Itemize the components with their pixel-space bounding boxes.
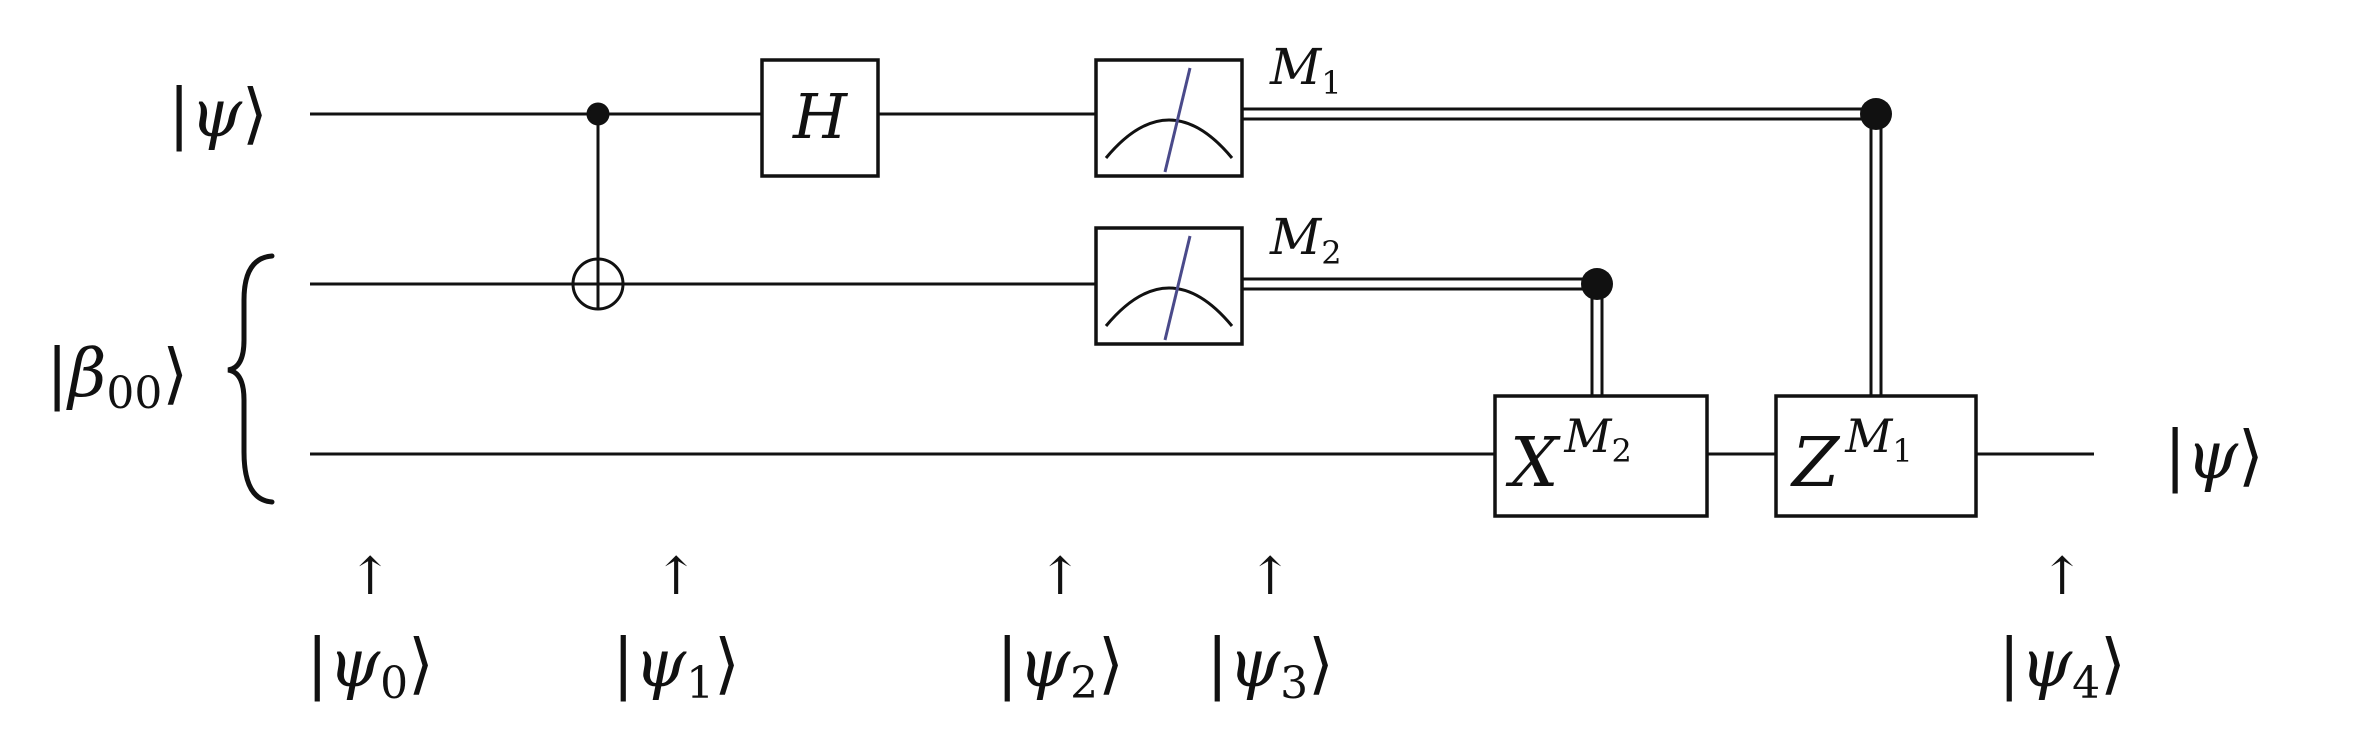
- input-psi-ket: |ψ⟩: [168, 75, 268, 152]
- state-arrow: ↑: [654, 547, 698, 607]
- state-marker-psi2: ↑ |ψ2⟩: [996, 547, 1124, 709]
- state-arrow: ↑: [1248, 547, 1292, 607]
- meter-1-label: M1: [1269, 38, 1342, 102]
- state-arrow: ↑: [1038, 547, 1082, 607]
- hadamard-gate: H: [760, 58, 880, 178]
- cnot-control-dot: [586, 102, 610, 126]
- state-marker-psi4: ↑ |ψ4⟩: [1998, 547, 2126, 709]
- bell-pair-brace: [227, 253, 275, 505]
- classical-wires: [1242, 107, 1883, 396]
- state-label: |ψ3⟩: [1206, 625, 1334, 709]
- state-arrow: ↑: [348, 547, 392, 607]
- state-label: |ψ1⟩: [612, 625, 740, 709]
- state-arrow: ↑: [2040, 547, 2084, 607]
- z-control-dot: [1860, 98, 1892, 130]
- hadamard-box: [760, 58, 880, 178]
- output-psi-ket: |ψ⟩: [2164, 417, 2264, 494]
- meter-1-needle: [1163, 67, 1192, 173]
- state-label: |ψ4⟩: [1998, 625, 2126, 709]
- meter-2-needle: [1163, 235, 1192, 341]
- bell-pair-ket: |β00⟩: [46, 335, 188, 419]
- x-control-dot: [1581, 268, 1613, 300]
- hadamard-label: H: [792, 80, 849, 153]
- meter-1-arc: [1104, 118, 1234, 159]
- cnot-gate: [571, 102, 625, 311]
- state-marker-psi3: ↑ |ψ3⟩: [1206, 547, 1334, 709]
- measurement-meter-1: [1094, 58, 1244, 178]
- z-gate-box: [1774, 394, 1978, 518]
- x-gate-box: [1493, 394, 1709, 518]
- meter-2-label: M2: [1269, 208, 1342, 272]
- state-label: |ψ2⟩: [996, 625, 1124, 709]
- state-marker-psi0: ↑ |ψ0⟩: [306, 547, 434, 709]
- state-label: |ψ0⟩: [306, 625, 434, 709]
- state-marker-psi1: ↑ |ψ1⟩: [612, 547, 740, 709]
- measurement-meter-2: [1094, 226, 1244, 346]
- meter-2-arc: [1104, 286, 1234, 327]
